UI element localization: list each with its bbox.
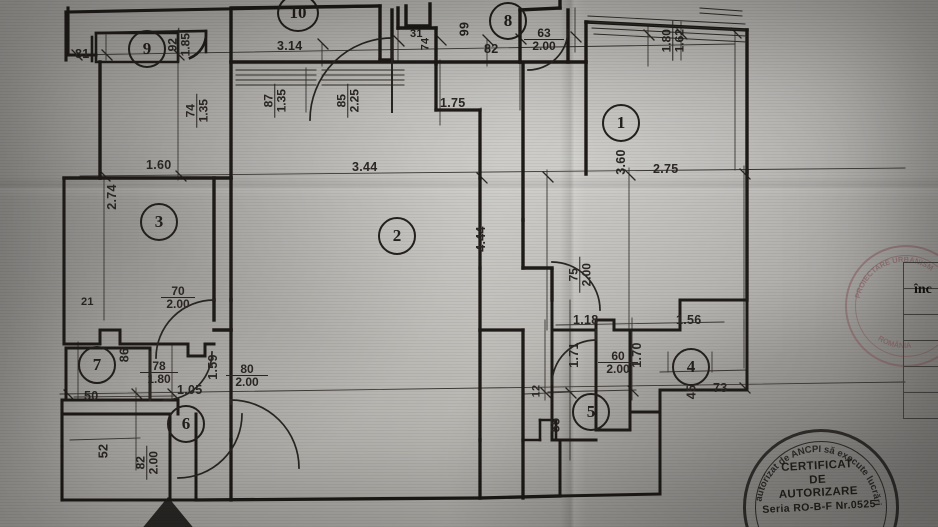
dimension-74-top: 74 [419, 37, 432, 51]
dimension-45: 45 [684, 384, 699, 400]
dimension-50: 50 [84, 389, 99, 403]
dimension-21: 21 [81, 296, 94, 308]
dimension-52: 52 [96, 443, 111, 459]
dimension-160: 1.60 [146, 158, 172, 172]
opening-door-hall: 80 2.00 [226, 363, 268, 388]
opening-door-room5: 60 2.00 [598, 350, 638, 375]
dimension-118: 1.18 [573, 313, 599, 327]
dimension-156: 1.56 [676, 313, 702, 327]
room-number-3: 3 [140, 203, 178, 241]
table-row [903, 262, 938, 288]
opening-door-room6: 82 2.00 [133, 445, 161, 480]
dimension-82-top: 82 [484, 42, 499, 56]
opening-window-room10: 87 1.35 [261, 83, 289, 118]
table-row [903, 288, 938, 314]
opening-door-room4: 75 2.00 [566, 256, 594, 293]
opening-door-room8: 63 2.00 [524, 27, 564, 52]
table-fragment [903, 262, 938, 419]
table-header-label: înc [914, 282, 932, 297]
dimension-105: 1.05 [177, 383, 203, 397]
dimension-159: 1.59 [205, 354, 220, 380]
dimension-99: 99 [457, 21, 472, 37]
room-number-7: 7 [78, 346, 116, 384]
dimension-81: 81 [75, 47, 90, 61]
table-row [903, 340, 938, 366]
opening-door-room3: 70 2.00 [161, 285, 195, 310]
dimension-73: 73 [713, 381, 728, 395]
room-number-9: 9 [128, 30, 166, 68]
dimension-55: 55 [548, 417, 563, 433]
room-number-10: 10 [277, 0, 319, 32]
dimension-175: 1.75 [440, 96, 466, 110]
room-number-5: 5 [572, 393, 610, 431]
table-row [903, 314, 938, 340]
room-number-6: 6 [167, 405, 205, 443]
room-number-4: 4 [672, 348, 710, 386]
room-number-8: 8 [489, 2, 527, 40]
north-arrow-icon [140, 497, 196, 527]
opening-door-room10: 85 2.25 [334, 83, 362, 118]
dimension-314: 3.14 [277, 39, 303, 53]
opening-window-room1: 1.80 1.62 [659, 20, 687, 61]
opening-door-room7: 78 1.80 [140, 360, 178, 385]
certificate-stamp-arc-text: autorizat de ANCPI să execute lucrări de… [743, 429, 883, 509]
opening-door-room9: 92 1.85 [165, 27, 193, 62]
table-row [903, 366, 938, 392]
dimension-360: 3.60 [613, 149, 628, 175]
dimension-31: 31 [410, 28, 423, 40]
certificate-stamp-text: CERTIFICAT DE AUTORIZARE Seria RO-B-F Nr… [742, 456, 895, 517]
dimension-275: 2.75 [653, 162, 679, 176]
dimension-344: 3.44 [352, 160, 378, 174]
room-number-1: 1 [602, 104, 640, 142]
dimension-274: 2.74 [104, 184, 119, 210]
paper-crease-horizontal [0, 176, 938, 198]
room-number-2: 2 [378, 217, 416, 255]
opening-window-room3: 74 1.35 [183, 93, 211, 128]
dimension-86: 86 [117, 347, 132, 363]
table-row [903, 392, 938, 419]
dimension-171: 1.71 [566, 342, 581, 368]
dimension-12: 12 [530, 384, 543, 398]
dimension-444: 4.44 [473, 226, 488, 252]
